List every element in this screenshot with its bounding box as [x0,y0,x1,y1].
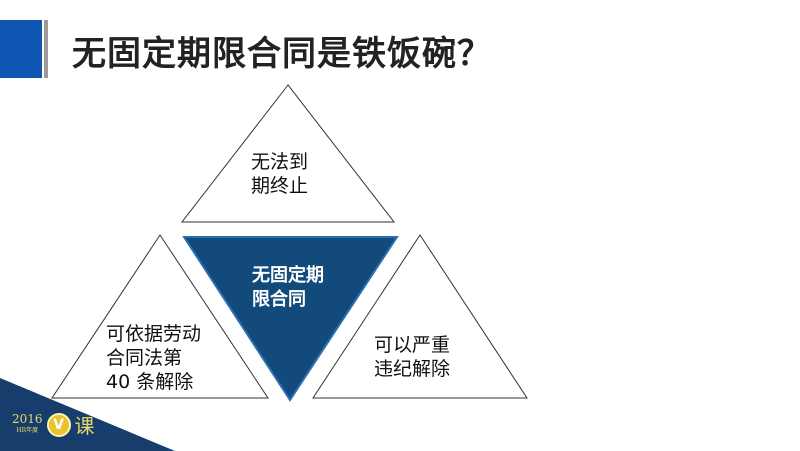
label-line: 合同法第 [106,347,183,369]
left-triangle-label: 可依据劳动 合同法第 40 条解除 [106,322,201,394]
label-line: 可依据劳动 [106,323,202,345]
top-triangle-label: 无法到 期终止 [251,150,308,198]
triangle-right [312,234,528,399]
triangle-left [51,234,269,399]
triangle-center [182,236,399,402]
label-line: 无法到 [251,151,309,173]
label-line: 限合同 [252,289,306,310]
right-triangle-label: 可以严重 违纪解除 [374,333,450,381]
label-line: 可以严重 [374,334,451,356]
logo-ke: 课 [74,414,95,438]
page-title: 无固定期限合同是铁饭碗？ [72,34,492,74]
logo-v-badge: V [46,412,71,437]
label-line: 40 条解除 [106,371,194,393]
footer-navy-corner [0,378,175,451]
label-line: 无固定期 [252,265,324,286]
label-line: 违纪解除 [374,358,451,380]
title-divider [44,20,48,78]
title-accent-block [0,20,42,78]
center-triangle-label: 无固定期 限合同 [252,264,324,312]
label-line: 期终止 [251,175,309,197]
triangle-top [180,84,396,223]
